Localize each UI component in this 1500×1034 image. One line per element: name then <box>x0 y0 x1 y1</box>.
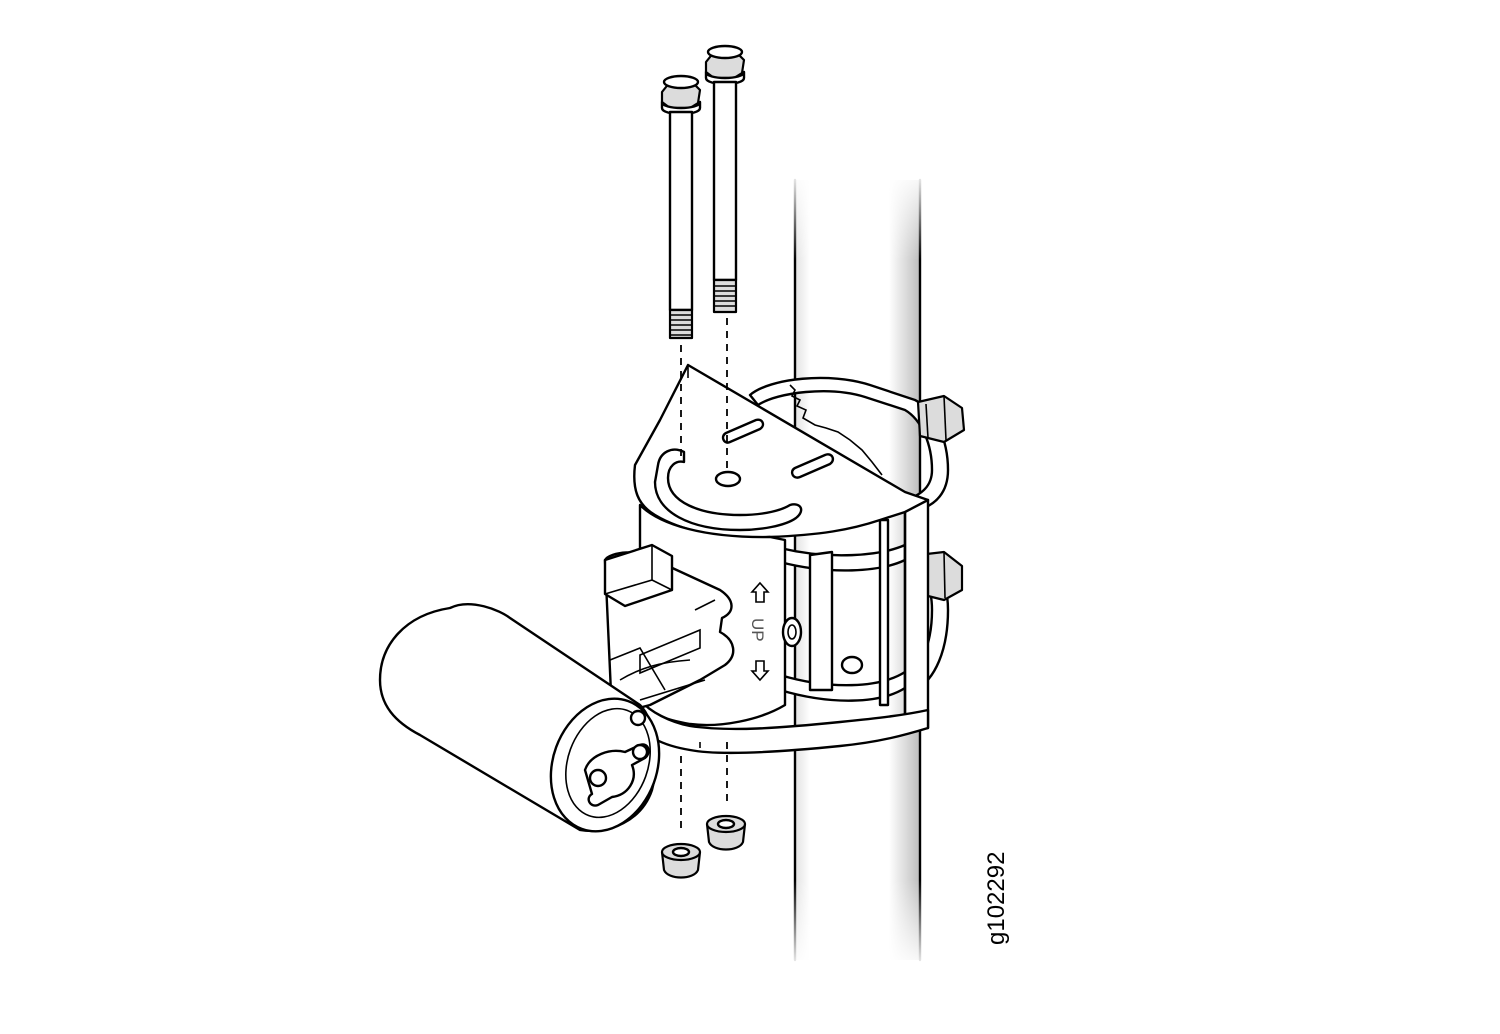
nut-left <box>660 842 702 879</box>
figure-id-label: g102292 <box>983 852 1010 945</box>
up-arrow-icon <box>750 581 770 603</box>
device-mount-arm <box>603 543 735 717</box>
nut-right <box>705 814 747 851</box>
long-bolt-right <box>704 44 746 314</box>
down-arrow-icon <box>750 660 770 682</box>
up-marking: UP <box>748 581 770 682</box>
alignment-lines <box>680 318 728 832</box>
up-label: UP <box>748 618 767 642</box>
upper-clamp-bolt <box>916 394 966 444</box>
device-cylinder <box>378 603 661 833</box>
long-bolt-left <box>660 74 702 340</box>
